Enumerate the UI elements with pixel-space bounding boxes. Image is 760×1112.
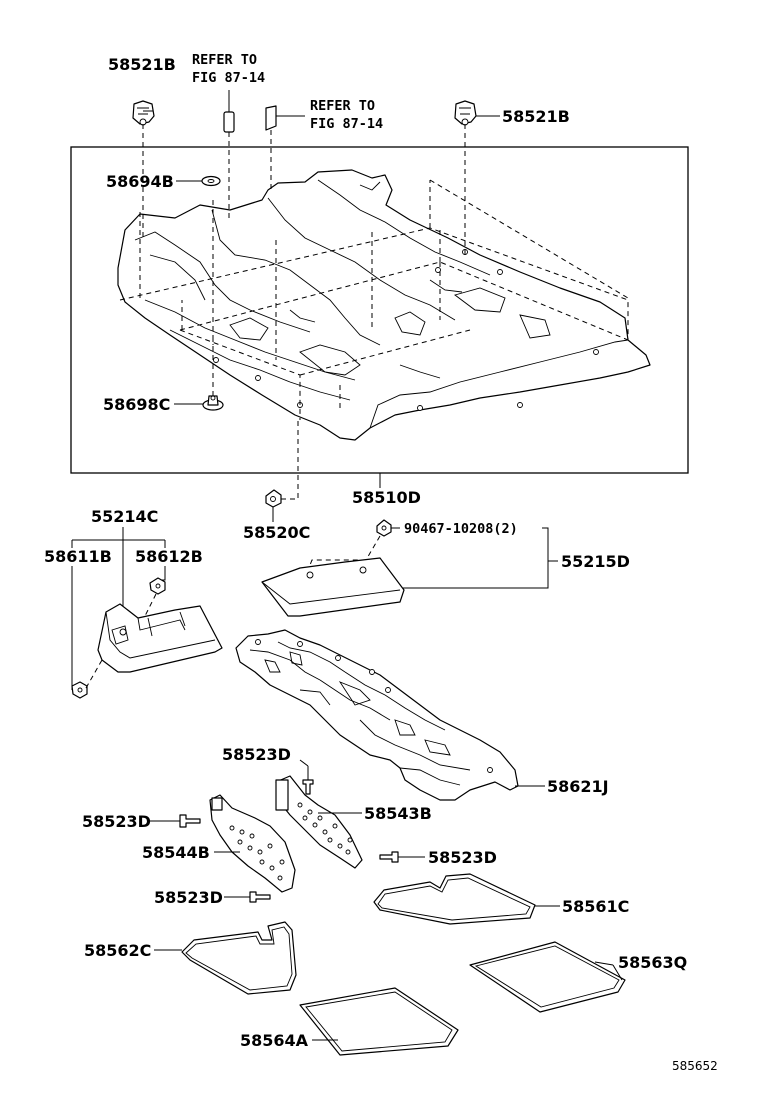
- callout-58523d-right: 58523D: [428, 848, 497, 867]
- clip-58612b: [149, 577, 166, 595]
- callout-58621j: 58621J: [547, 777, 609, 796]
- washer-58694b: [201, 175, 221, 187]
- silencer-55214c: [97, 603, 223, 673]
- screw-58523d-2: [150, 814, 201, 828]
- callout-58564a: 58564A: [240, 1031, 309, 1050]
- diagram-id: 585652: [672, 1059, 718, 1073]
- bracket-58544b: [209, 794, 296, 893]
- callout-58523d-top: 58523D: [222, 745, 291, 764]
- ref-pin-1: [223, 90, 235, 133]
- clip-58520c: [265, 489, 282, 508]
- clip-58611b: [71, 681, 88, 699]
- callout-58523d-bottom: 58523D: [154, 888, 223, 907]
- callout-58510d: 58510D: [352, 488, 421, 507]
- screw-58523d-3: [379, 851, 425, 863]
- callout-55215d: 55215D: [561, 552, 630, 571]
- callout-58561c: 58561C: [562, 897, 629, 916]
- clip-58521b-left: [132, 100, 155, 126]
- mat-58562c: [181, 921, 297, 995]
- callout-90467-10208: 90467-10208(2): [404, 521, 518, 537]
- callout-58563q: 58563Q: [618, 953, 687, 972]
- refer-note-1-line2: FIG 87-14: [192, 70, 265, 86]
- callout-58694b: 58694B: [106, 172, 174, 191]
- bracket-58543b: [275, 775, 363, 869]
- silencer-55215d: [261, 557, 405, 617]
- callout-58544b: 58544B: [142, 843, 210, 862]
- mat-58561c: [373, 873, 536, 925]
- callout-58543b: 58543B: [364, 804, 432, 823]
- refer-note-1-line1: REFER TO: [192, 52, 257, 68]
- floor-carpet-assembly: [117, 169, 651, 441]
- refer-note-2-line1: REFER TO: [310, 98, 375, 114]
- screw-58523d-4: [224, 891, 271, 903]
- clip-58521b-right: [454, 100, 477, 126]
- screw-58523d-1: [302, 766, 314, 795]
- callout-58562c: 58562C: [84, 941, 151, 960]
- callout-55214c: 55214C: [91, 507, 158, 526]
- mat-58563q: [469, 941, 626, 1013]
- insulator-58621j: [235, 629, 519, 801]
- callout-58611b: 58611B: [44, 547, 112, 566]
- mat-58564a: [299, 987, 459, 1056]
- callout-58612b: 58612B: [135, 547, 203, 566]
- callout-58520c: 58520C: [243, 523, 310, 542]
- ref-pin-2: [265, 105, 277, 131]
- callout-58698c: 58698C: [103, 395, 170, 414]
- fastener-58698c: [202, 395, 224, 411]
- callout-58521b-right: 58521B: [502, 107, 570, 126]
- callout-58523d-left: 58523D: [82, 812, 151, 831]
- refer-note-2-line2: FIG 87-14: [310, 116, 383, 132]
- callout-58521b-left: 58521B: [108, 55, 176, 74]
- hidden-reference-lines: [119, 179, 629, 420]
- clip-90467-10208: [376, 519, 392, 537]
